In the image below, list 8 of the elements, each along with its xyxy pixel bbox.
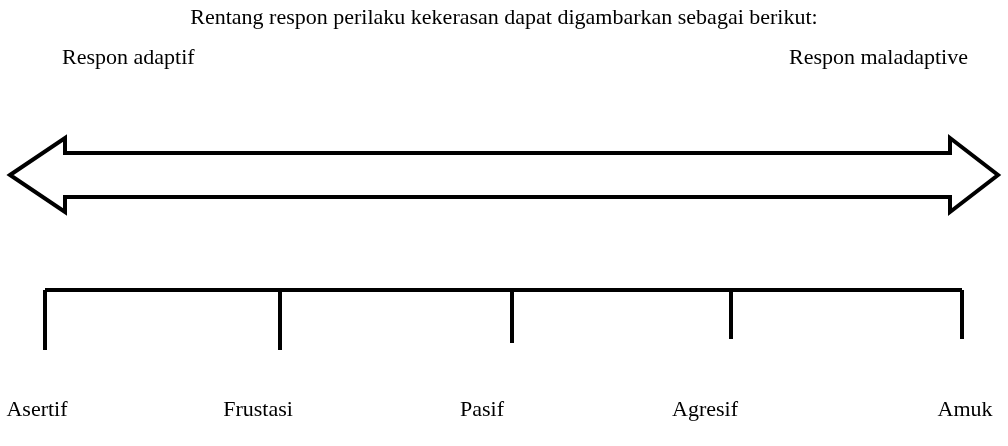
scale-label: Asertif bbox=[6, 396, 68, 423]
scale-label: Amuk bbox=[937, 396, 993, 423]
range-end-label: Respon adaptif bbox=[62, 44, 195, 71]
range-end-label: Respon maladaptive bbox=[789, 44, 968, 71]
scale-label: Frustasi bbox=[223, 396, 293, 423]
scale-label: Pasif bbox=[460, 396, 504, 423]
title: Rentang respon perilaku kekerasan dapat digambarkan sebagai berikut: bbox=[190, 4, 818, 31]
scale-label: Agresif bbox=[672, 396, 738, 423]
